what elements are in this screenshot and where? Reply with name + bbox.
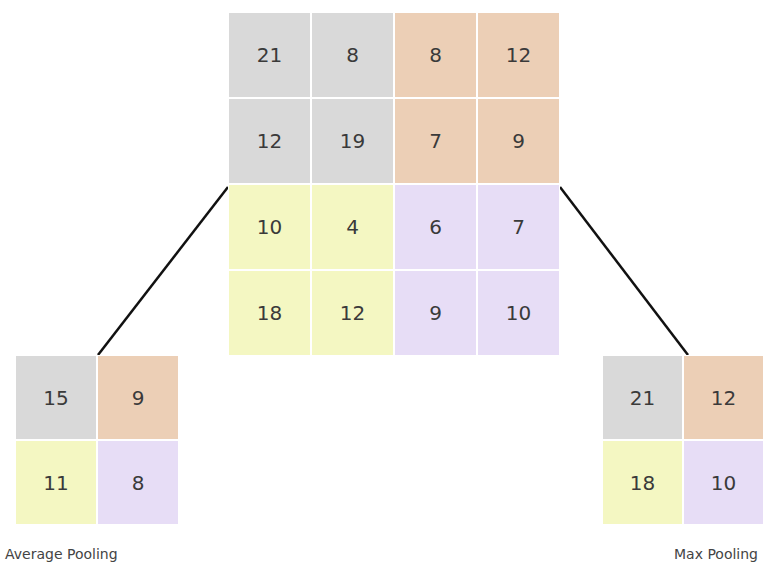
grid-cell: 9 xyxy=(477,98,560,184)
cell-value: 8 xyxy=(429,43,442,67)
grid-cell: 8 xyxy=(394,12,477,98)
cell-value: 18 xyxy=(257,301,282,325)
cell-value: 6 xyxy=(429,215,442,239)
cell-value: 21 xyxy=(630,386,655,410)
cell-value: 11 xyxy=(43,471,68,495)
cell-value: 15 xyxy=(43,386,68,410)
grid-cell: 19 xyxy=(311,98,394,184)
cell-value: 10 xyxy=(506,301,531,325)
leader-line xyxy=(98,187,228,355)
grid-cell: 21 xyxy=(602,355,683,440)
pooling-caption: Max Pooling xyxy=(674,546,758,562)
cell-value: 9 xyxy=(512,129,525,153)
grid-cell: 18 xyxy=(228,270,311,356)
grid-cell: 21 xyxy=(228,12,311,98)
grid-cell: 15 xyxy=(15,355,97,440)
cell-value: 9 xyxy=(132,386,145,410)
cell-value: 19 xyxy=(340,129,365,153)
grid-cell: 11 xyxy=(15,440,97,525)
cell-value: 9 xyxy=(429,301,442,325)
grid-cell: 7 xyxy=(394,98,477,184)
grid-cell: 10 xyxy=(683,440,763,525)
grid-cell: 8 xyxy=(97,440,179,525)
grid-cell: 18 xyxy=(602,440,683,525)
grid-cell: 4 xyxy=(311,184,394,270)
cell-value: 12 xyxy=(506,43,531,67)
cell-value: 7 xyxy=(429,129,442,153)
grid-cell: 6 xyxy=(394,184,477,270)
grid-cell: 12 xyxy=(477,12,560,98)
grid-cell: 7 xyxy=(477,184,560,270)
cell-value: 21 xyxy=(257,43,282,67)
grid-cell: 12 xyxy=(228,98,311,184)
cell-value: 10 xyxy=(711,471,736,495)
grid-cell: 12 xyxy=(683,355,763,440)
cell-value: 18 xyxy=(630,471,655,495)
grid-cell: 9 xyxy=(97,355,179,440)
pooling-caption: Average Pooling xyxy=(5,546,118,562)
grid-cell: 12 xyxy=(311,270,394,356)
cell-value: 8 xyxy=(132,471,145,495)
grid-cell: 8 xyxy=(311,12,394,98)
cell-value: 8 xyxy=(346,43,359,67)
grid-cell: 9 xyxy=(394,270,477,356)
grid-cell: 10 xyxy=(477,270,560,356)
cell-value: 4 xyxy=(346,215,359,239)
cell-value: 7 xyxy=(512,215,525,239)
cell-value: 10 xyxy=(257,215,282,239)
cell-value: 12 xyxy=(340,301,365,325)
leader-line xyxy=(560,187,688,355)
cell-value: 12 xyxy=(711,386,736,410)
grid-cell: 10 xyxy=(228,184,311,270)
cell-value: 12 xyxy=(257,129,282,153)
